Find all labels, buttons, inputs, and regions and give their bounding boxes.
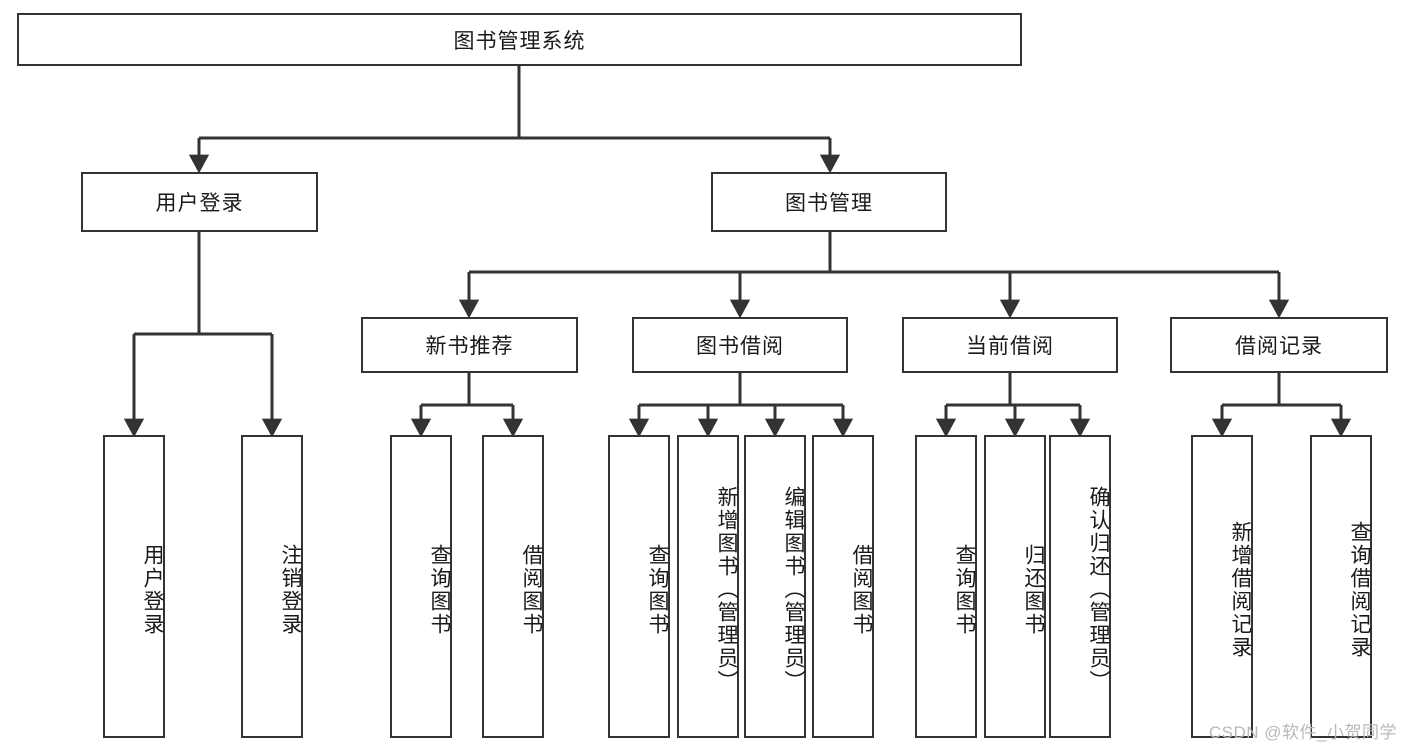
node-leaf-borrow-book-2-label: 借阅图书 bbox=[850, 543, 873, 636]
node-user-login-label: 用户登录 bbox=[155, 192, 244, 215]
node-leaf-query-book-1-label: 查询图书 bbox=[428, 543, 451, 636]
node-new-book-recommend[interactable]: 新书推荐 bbox=[361, 317, 578, 373]
node-leaf-return-book-label: 归还图书 bbox=[1022, 543, 1045, 636]
node-current-borrow[interactable]: 当前借阅 bbox=[902, 317, 1118, 373]
node-current-borrow-label: 当前借阅 bbox=[966, 335, 1054, 358]
node-leaf-query-book-3-label: 查询图书 bbox=[953, 543, 976, 636]
node-leaf-logout-label: 注销登录 bbox=[279, 543, 302, 636]
node-leaf-logout[interactable]: 注销登录 bbox=[241, 435, 303, 738]
node-book-manage-label: 图书管理 bbox=[785, 192, 873, 215]
node-root-label: 图书管理系统 bbox=[453, 29, 586, 53]
node-leaf-borrow-book-1-label: 借阅图书 bbox=[520, 543, 543, 636]
node-root[interactable]: 图书管理系统 bbox=[17, 13, 1022, 66]
node-leaf-borrow-book-1[interactable]: 借阅图书 bbox=[482, 435, 544, 738]
node-leaf-add-book-label: 新增图书（管理员） bbox=[715, 486, 738, 693]
node-leaf-query-record[interactable]: 查询借阅记录 bbox=[1310, 435, 1372, 738]
node-leaf-add-book[interactable]: 新增图书（管理员） bbox=[677, 435, 739, 738]
node-leaf-query-book-3[interactable]: 查询图书 bbox=[915, 435, 977, 738]
node-leaf-query-book-2-label: 查询图书 bbox=[646, 543, 669, 636]
node-leaf-user-login-label: 用户登录 bbox=[141, 543, 164, 636]
node-book-borrow[interactable]: 图书借阅 bbox=[632, 317, 848, 373]
node-leaf-add-record-label: 新增借阅记录 bbox=[1229, 520, 1252, 659]
node-user-login[interactable]: 用户登录 bbox=[81, 172, 318, 232]
node-book-manage[interactable]: 图书管理 bbox=[711, 172, 947, 232]
node-leaf-add-record[interactable]: 新增借阅记录 bbox=[1191, 435, 1253, 738]
node-new-book-recommend-label: 新书推荐 bbox=[425, 335, 514, 358]
node-leaf-confirm-return-label: 确认归还（管理员） bbox=[1087, 486, 1110, 693]
node-leaf-edit-book-label: 编辑图书（管理员） bbox=[782, 486, 805, 693]
node-leaf-confirm-return[interactable]: 确认归还（管理员） bbox=[1049, 435, 1111, 738]
csdn-watermark: CSDN @软件_小贺同学 bbox=[1208, 723, 1397, 742]
node-leaf-edit-book[interactable]: 编辑图书（管理员） bbox=[744, 435, 806, 738]
node-leaf-return-book[interactable]: 归还图书 bbox=[984, 435, 1046, 738]
node-borrow-record-label: 借阅记录 bbox=[1235, 335, 1323, 358]
node-leaf-query-book-2[interactable]: 查询图书 bbox=[608, 435, 670, 738]
node-leaf-query-record-label: 查询借阅记录 bbox=[1348, 520, 1371, 659]
node-leaf-query-book-1[interactable]: 查询图书 bbox=[390, 435, 452, 738]
node-leaf-borrow-book-2[interactable]: 借阅图书 bbox=[812, 435, 874, 738]
node-book-borrow-label: 图书借阅 bbox=[696, 335, 784, 358]
node-leaf-user-login[interactable]: 用户登录 bbox=[103, 435, 165, 738]
node-borrow-record[interactable]: 借阅记录 bbox=[1170, 317, 1388, 373]
